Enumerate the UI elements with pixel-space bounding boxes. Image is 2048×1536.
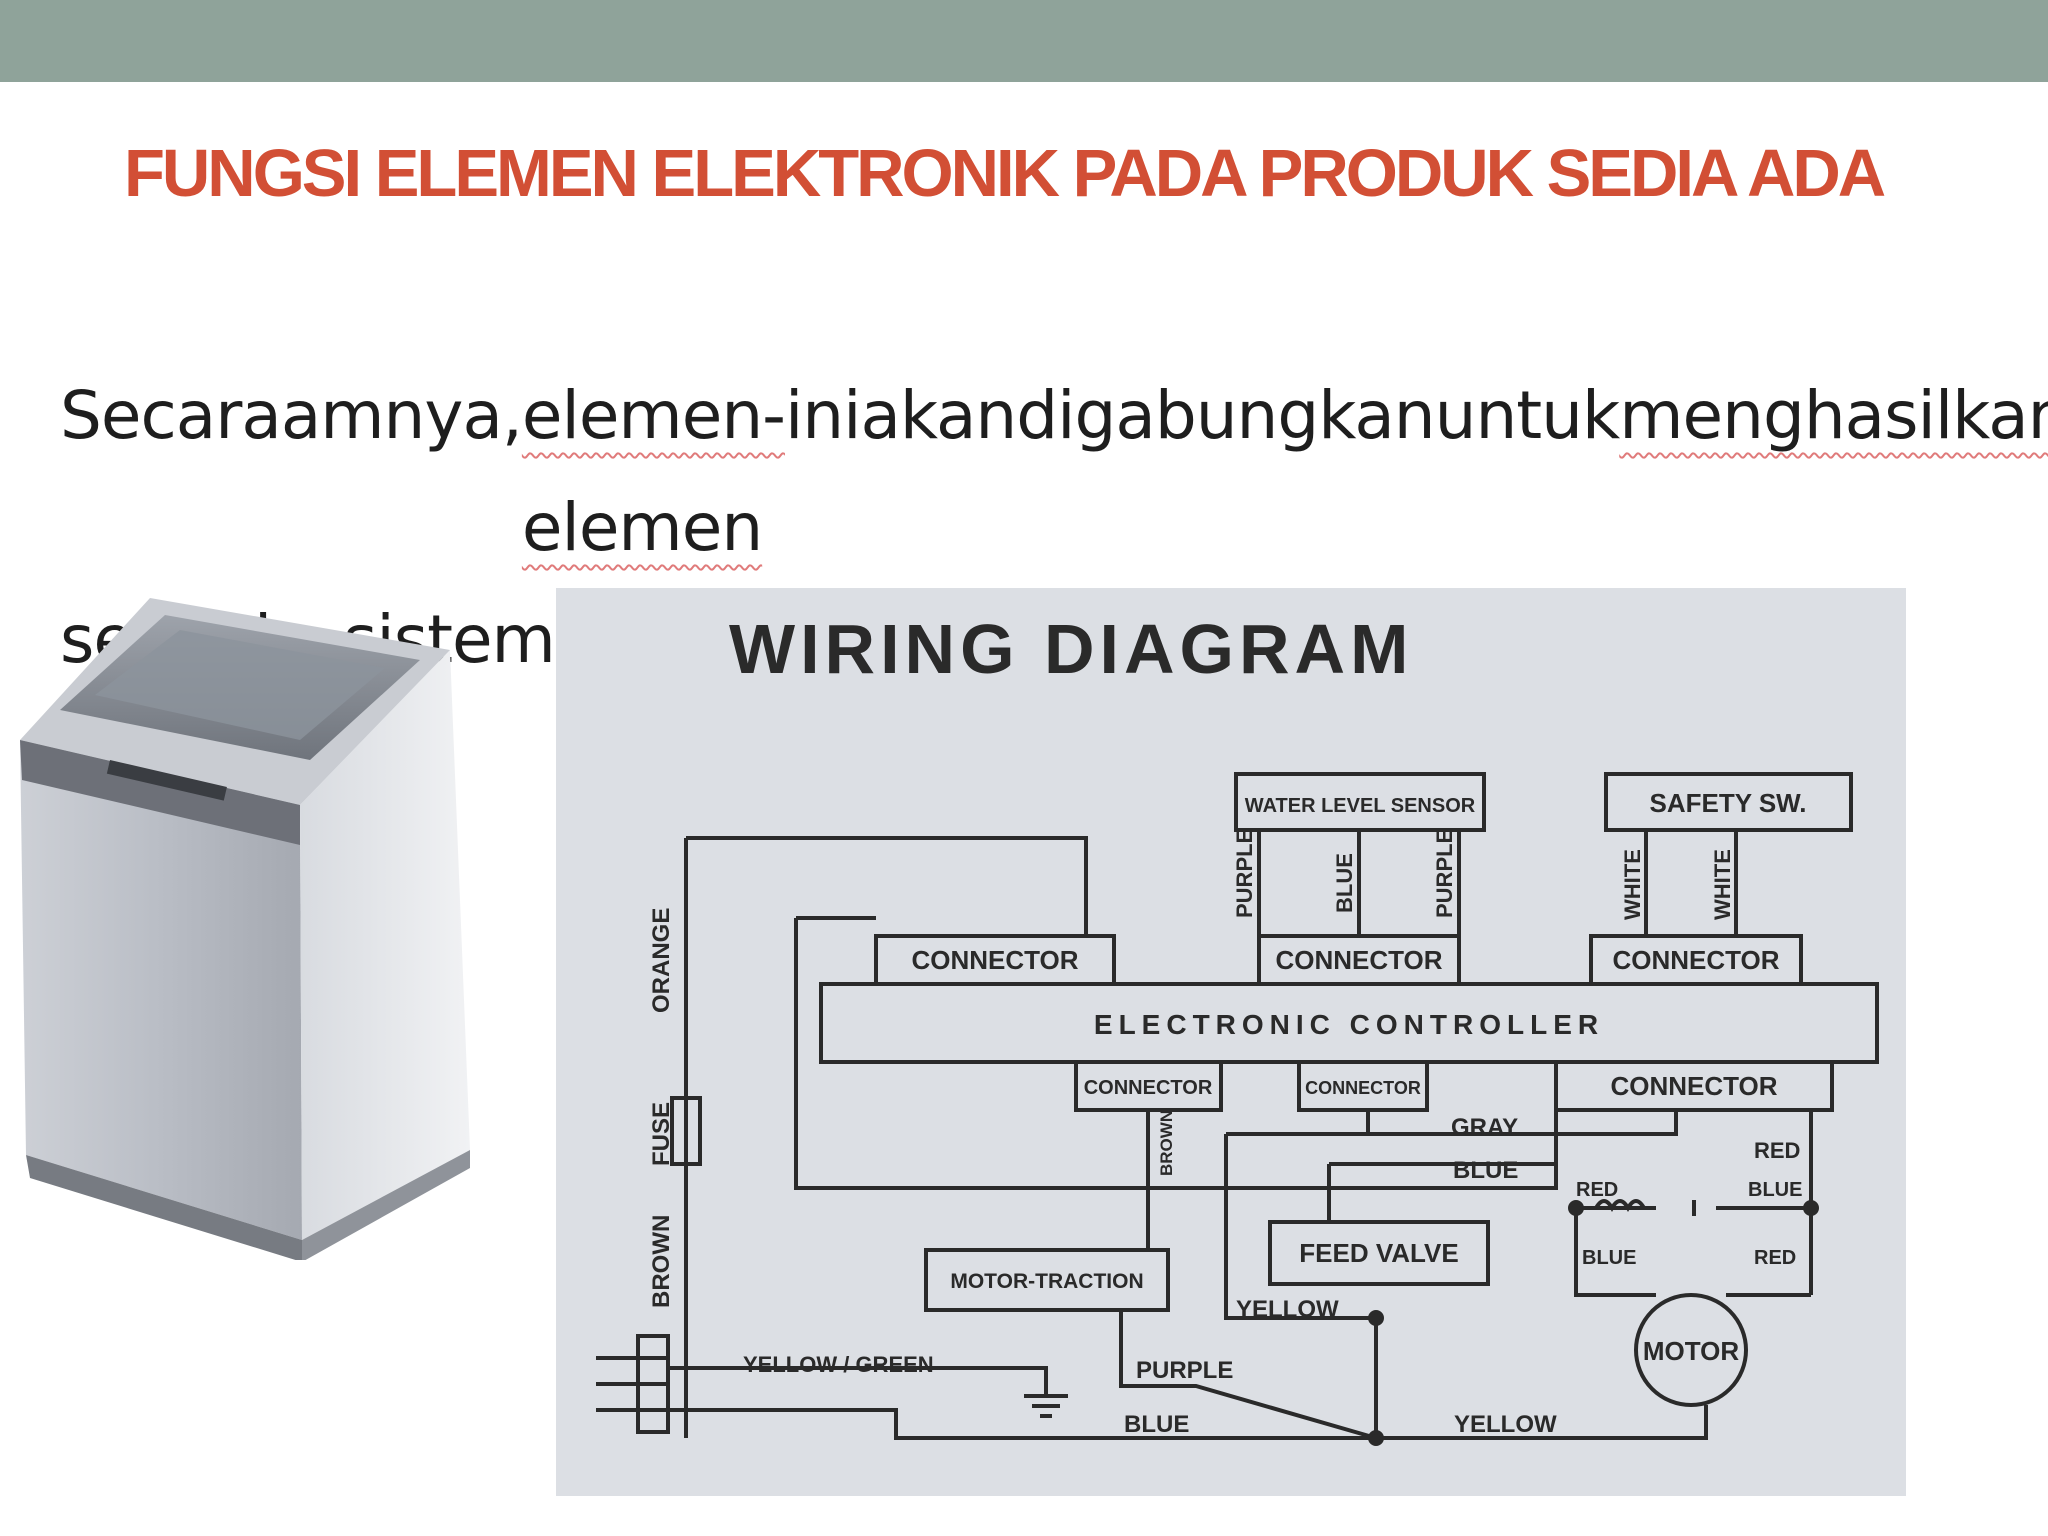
junction-dot [1568, 1200, 1584, 1216]
connector-box [1554, 1060, 1834, 1112]
sensor-wires [1257, 830, 1461, 936]
feed-valve-label: FEED VALVE [1299, 1238, 1458, 1268]
body-word: digabungkan [1016, 377, 1435, 454]
wire-label-white: WHITE [1620, 849, 1645, 920]
wire-label-orange: ORANGE [648, 908, 675, 1013]
body-word: Secara [60, 377, 282, 454]
washing-machine-icon [20, 598, 470, 1260]
wire-label-red: RED [1754, 1247, 1796, 1269]
wire-label-fuse: FUSE [648, 1102, 675, 1166]
connector-label: CONNECTOR [1612, 945, 1779, 975]
diagram-title: WIRING DIAGRAM [729, 610, 1413, 688]
wiring-diagram: WIRING DIAGRAM WATER LEVEL SENSOR SAFETY… [556, 588, 1906, 1496]
blue-yellow-wire [668, 1405, 1708, 1440]
blue-wire [1327, 1110, 1558, 1222]
gray-wire [1226, 1110, 1678, 1136]
wire-label-yellow-green: YELLOW / GREEN [743, 1352, 934, 1377]
wire-label-brown: BROWN [648, 1215, 675, 1308]
junction-dot [1368, 1310, 1384, 1326]
connector-label: CONNECTOR [911, 945, 1078, 975]
safety-switch-label: SAFETY SW. [1650, 788, 1807, 818]
wire-label-purple: PURPLE [1232, 829, 1257, 918]
ground-wire [668, 1366, 1068, 1418]
junction-dot [1368, 1430, 1384, 1446]
wire-label-red: RED [1754, 1138, 1800, 1163]
connector-label: CONNECTOR [1305, 1078, 1421, 1098]
wire-label-brown: BROWN [1157, 1110, 1176, 1176]
motor-label: MOTOR [1643, 1336, 1740, 1366]
wire-label-purple: PURPLE [1136, 1357, 1233, 1384]
water-level-sensor-label: WATER LEVEL SENSOR [1245, 795, 1476, 817]
wire-label-blue: BLUE [1332, 853, 1357, 913]
connector-box [1297, 1060, 1429, 1112]
motor-traction-box [924, 1248, 1170, 1312]
body-line-1: Secara amnya, elemen-elemen ini akan dig… [60, 360, 2048, 584]
connector-label: CONNECTOR [1275, 945, 1442, 975]
body-word: akan [860, 377, 1017, 454]
safety-switch-box [1604, 772, 1853, 832]
header-band [0, 0, 2048, 82]
wire-label-gray: GRAY [1451, 1114, 1518, 1141]
wire-label-blue: BLUE [1124, 1411, 1189, 1438]
body-word: amnya, [280, 377, 523, 454]
switch-wires [1644, 830, 1738, 936]
wire-label-yellow: YELLOW [1454, 1411, 1557, 1438]
feed-valve-box [1268, 1220, 1490, 1286]
wire-label-blue: BLUE [1748, 1179, 1802, 1201]
body-word: untuk [1434, 377, 1621, 454]
plug-pins [596, 1356, 668, 1412]
connector-label: CONNECTOR [1084, 1077, 1213, 1099]
motor-circle [1634, 1293, 1748, 1407]
motor-traction-label: MOTOR-TRACTION [950, 1270, 1143, 1293]
wiring-diagram-drawing: WIRING DIAGRAM WATER LEVEL SENSOR SAFETY… [596, 610, 1879, 1446]
connector-label: CONNECTOR [1610, 1071, 1777, 1101]
fuse-symbol [670, 1096, 702, 1166]
wire-label-yellow: YELLOW [1236, 1296, 1339, 1323]
body-word-misspelled: menghasilkan [1619, 377, 2048, 454]
capacitor-coil [1594, 1199, 1646, 1213]
wire-label-red: RED [1576, 1179, 1618, 1201]
orange-wire [684, 836, 1088, 1438]
body-word-misspelled: elemen-elemen [521, 377, 786, 566]
slide-title: FUNGSI ELEMEN ELEKTRONIK PADA PRODUK SED… [124, 136, 1886, 211]
wire-label-blue: BLUE [1582, 1247, 1636, 1269]
electronic-controller-label: ELECTRONIC CONTROLLER [1094, 1009, 1604, 1040]
wire-label-white: WHITE [1710, 849, 1735, 920]
junction-dot [1803, 1200, 1819, 1216]
purple-wire [1119, 1310, 1377, 1440]
wire-label-blue: BLUE [1453, 1157, 1518, 1184]
wire-label-purple: PURPLE [1432, 829, 1457, 918]
body-word: ini [784, 377, 862, 454]
yellow-wire [1224, 1134, 1378, 1438]
